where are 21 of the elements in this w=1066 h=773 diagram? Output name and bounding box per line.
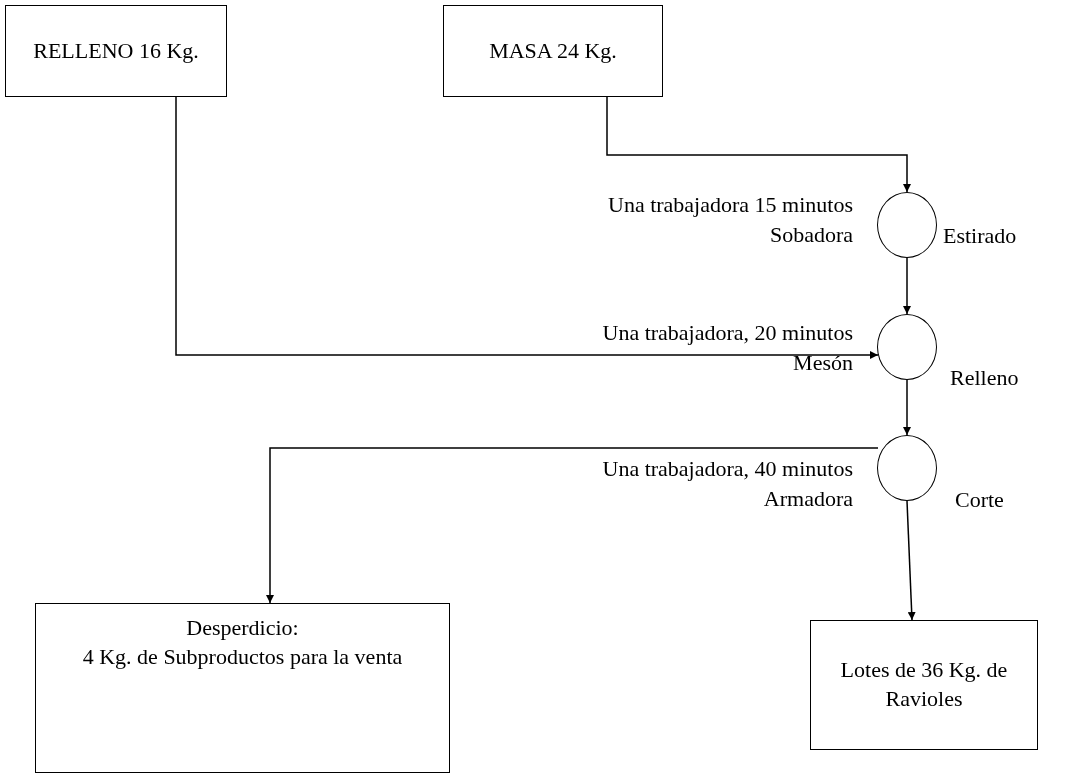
step-note: Una trabajadora, 20 minutos Mesón [601,319,853,377]
box-heading: Desperdicio: [185,614,300,642]
step-label: Corte [955,486,1004,514]
step-note: Una trabajadora, 40 minutos Armadora [601,455,853,513]
box-text: 4 Kg. de Subproductos para la venta [81,642,404,671]
arrow [175,96,879,359]
process-box [5,5,227,97]
arrow [266,447,879,604]
box-text: RELLENO 16 Kg. [32,36,200,65]
box-text: MASA 24 Kg. [488,36,618,65]
step-label: Relleno [950,364,1019,392]
box-text: Lotes de 36 Kg. de Ravioles [839,656,1009,713]
arrow [903,257,911,315]
process-box [443,5,663,97]
process-box [35,603,450,773]
arrow [906,500,916,621]
step-label: Estirado [943,222,1017,250]
arrow [903,379,911,436]
step-note: Una trabajadora 15 minutos Sobadora [607,191,853,249]
process-box [810,620,1038,750]
arrow [606,96,911,193]
